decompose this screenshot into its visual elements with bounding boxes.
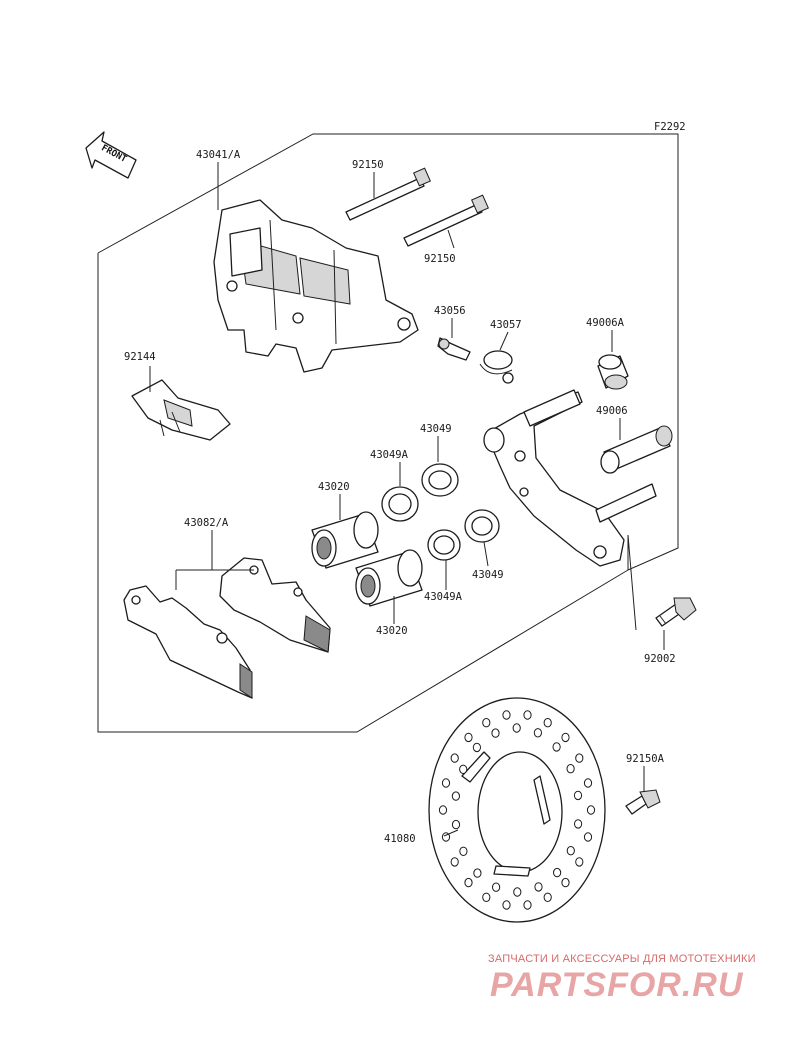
seal-43049-top <box>421 463 459 497</box>
disc-hole <box>533 728 543 738</box>
boot <box>600 425 673 474</box>
disc-bolt <box>625 789 661 815</box>
label-bleed-valve: 43056 <box>434 305 466 317</box>
disc-hole <box>459 764 468 774</box>
disc-hole <box>586 805 596 815</box>
watermark-logo: PARTSFOR.RU <box>490 966 744 1004</box>
label-disc-bolt: 92150A <box>626 753 665 765</box>
bleed-cap <box>479 350 514 384</box>
disc-hole <box>482 892 491 902</box>
disc-hole <box>512 723 521 733</box>
label-bolt: 92002 <box>644 653 676 665</box>
disc-hole <box>575 857 584 867</box>
disc-hole <box>543 892 552 902</box>
disc-hole <box>491 728 500 738</box>
label-seal-a-top: 43049A <box>370 449 409 461</box>
slide-pin-lower <box>403 194 489 247</box>
disc-hole <box>438 805 448 815</box>
disc-hole <box>482 718 491 728</box>
disc-hole <box>451 791 460 801</box>
label-disc: 41080 <box>384 833 416 845</box>
seal-43049-bottom <box>464 509 500 543</box>
mounting-bolt <box>655 597 697 627</box>
disc-hole <box>574 819 583 829</box>
disc-hole <box>566 764 575 774</box>
label-piston-top: 43020 <box>318 481 350 493</box>
disc-hole <box>573 790 583 801</box>
disc-hole <box>553 867 562 878</box>
disc-hole <box>561 877 570 888</box>
piston-top <box>311 511 379 569</box>
leader-lines <box>149 162 665 837</box>
caliper-bracket <box>483 389 657 567</box>
disc-hole <box>534 882 543 892</box>
label-boot-a: 49006A <box>586 317 625 329</box>
label-seal-bottom: 43049 <box>472 569 504 581</box>
label-bleed-cap: 43057 <box>490 319 522 331</box>
seal-43049a-bottom <box>427 529 461 561</box>
disc-hole <box>543 718 552 728</box>
disc-hole <box>552 742 561 752</box>
label-spring-clip: 92144 <box>124 351 156 363</box>
label-seal-top: 43049 <box>420 423 452 435</box>
watermark-tagline: ЗАПЧАСТИ И АКСЕССУАРЫ ДЛЯ МОТОТЕХНИКИ <box>488 953 756 965</box>
disc-hole <box>472 742 481 753</box>
disc-hole <box>502 900 511 910</box>
assembly-outline <box>97 133 679 733</box>
disc-hole <box>583 832 593 842</box>
disc-hole <box>523 900 532 910</box>
disc-hole <box>464 877 473 888</box>
disc-hole <box>561 732 570 743</box>
label-pad-set: 43082/A <box>184 517 229 529</box>
seal-43049a-top <box>381 486 419 522</box>
disc-hole <box>575 753 584 763</box>
label-boot: 49006 <box>596 405 628 417</box>
front-arrow-icon: FRONT <box>85 131 137 179</box>
disc-hole <box>441 778 451 788</box>
disc-hole <box>492 882 501 892</box>
disc-hole <box>450 753 459 763</box>
disc-hole <box>450 857 459 867</box>
disc-hole <box>451 819 461 830</box>
spring-clip <box>131 379 231 441</box>
disc-hole <box>583 778 593 788</box>
label-piston-bottom: 43020 <box>376 625 408 637</box>
brake-pad-outer <box>219 557 331 653</box>
disc-hole <box>523 710 532 720</box>
part-labels: 43041/A 92150 92150 43056 43057 49006A 4… <box>124 149 676 845</box>
bleed-valve <box>437 337 471 361</box>
label-seal-a-bottom: 43049A <box>424 591 463 603</box>
slide-pin-upper <box>345 167 431 221</box>
disc-hole <box>502 710 511 720</box>
brake-pad-inner <box>123 585 253 699</box>
disc-hole <box>459 846 468 856</box>
figure-code: F2292 <box>654 121 686 133</box>
piston-bottom <box>355 549 423 607</box>
boot-a <box>597 354 629 390</box>
disc-hole <box>513 887 522 897</box>
brake-disc <box>428 697 606 923</box>
label-caliper-assy: 43041/A <box>196 149 241 161</box>
disc-hole <box>464 732 473 743</box>
label-pin-upper: 92150 <box>352 159 384 171</box>
disc-hole <box>566 846 575 856</box>
caliper-body <box>213 199 419 373</box>
label-pin-lower: 92150 <box>424 253 456 265</box>
disc-hole <box>473 868 482 878</box>
